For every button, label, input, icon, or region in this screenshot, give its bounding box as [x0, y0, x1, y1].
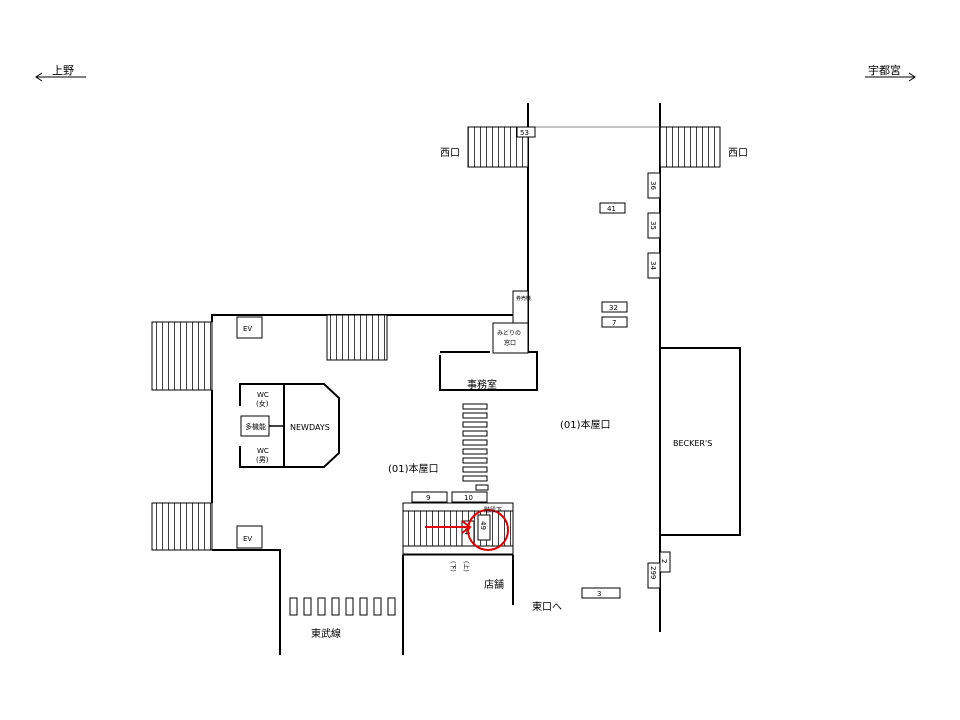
- svg-text:2: 2: [660, 559, 668, 563]
- walls: [211, 103, 661, 655]
- stair-down-label: (下): [449, 561, 456, 572]
- ev-top-label: EV: [243, 325, 252, 333]
- west-exit-right-label: 西口: [728, 148, 748, 159]
- svg-text:53: 53: [520, 129, 529, 137]
- svg-text:36: 36: [649, 181, 657, 190]
- ticket-machine-label: 券売機: [516, 295, 531, 302]
- stairs-center: [326, 314, 388, 361]
- svg-text:44: 44: [463, 526, 471, 535]
- stairs-west-right: [659, 126, 721, 168]
- newdays-block: WC (女) 多機能 WC (男) NEWDAYS: [239, 383, 340, 468]
- east-exit-label: 東口へ: [532, 600, 562, 613]
- svg-text:7: 7: [612, 319, 616, 327]
- svg-text:41: 41: [607, 205, 616, 213]
- wc-female-sub: (女): [256, 399, 269, 408]
- svg-text:299: 299: [649, 566, 657, 579]
- direction-utsunomiya: 宇都宮: [865, 63, 916, 82]
- elevator-top: [236, 316, 263, 339]
- ev-bottom-label: EV: [243, 535, 252, 543]
- multipurpose-toilet-label: 多機能: [245, 422, 266, 431]
- direction-ueno-label: 上野: [52, 64, 74, 77]
- highlight-arrow: [425, 520, 472, 534]
- svg-text:34: 34: [649, 261, 657, 270]
- highlight-circle: [467, 509, 509, 551]
- stairs-under-label: 階段下: [484, 506, 502, 514]
- shop-label: 店舗: [484, 578, 504, 591]
- ticket-gates: [462, 403, 489, 491]
- west-exit-left-label: 西口: [440, 148, 460, 159]
- tobu-line-label: 東武線: [311, 627, 341, 640]
- direction-ueno: 上野: [35, 64, 86, 82]
- beckers-label: BECKER'S: [673, 439, 712, 448]
- tobu-gates: [289, 597, 396, 616]
- newdays-label: NEWDAYS: [290, 423, 330, 432]
- midori-label-1: みどりの: [497, 329, 521, 337]
- midori-window: [492, 322, 529, 354]
- svg-text:10: 10: [464, 494, 473, 502]
- wc-female-label: WC: [257, 391, 269, 399]
- stairs-left-bottom: [151, 502, 213, 551]
- svg-text:32: 32: [609, 304, 618, 312]
- elevator-bottom: [236, 525, 263, 549]
- svg-text:35: 35: [649, 221, 657, 230]
- stair-up-label: (上): [462, 561, 470, 572]
- direction-utsunomiya-label: 宇都宮: [868, 63, 901, 77]
- main-exit-left-label: (01)本屋口: [388, 462, 439, 475]
- midori-label-2: 窓口: [504, 339, 516, 347]
- wc-male-label: WC: [257, 447, 269, 455]
- svg-text:49: 49: [479, 521, 487, 530]
- beckers-shop: [659, 347, 741, 536]
- stairs-left-top: [151, 321, 213, 391]
- svg-text:9: 9: [426, 494, 430, 502]
- svg-text:3: 3: [597, 590, 601, 598]
- main-exit-right-label: (01)本屋口: [560, 418, 611, 431]
- wc-male-sub: (男): [256, 456, 269, 464]
- office-label: 事務室: [467, 378, 497, 391]
